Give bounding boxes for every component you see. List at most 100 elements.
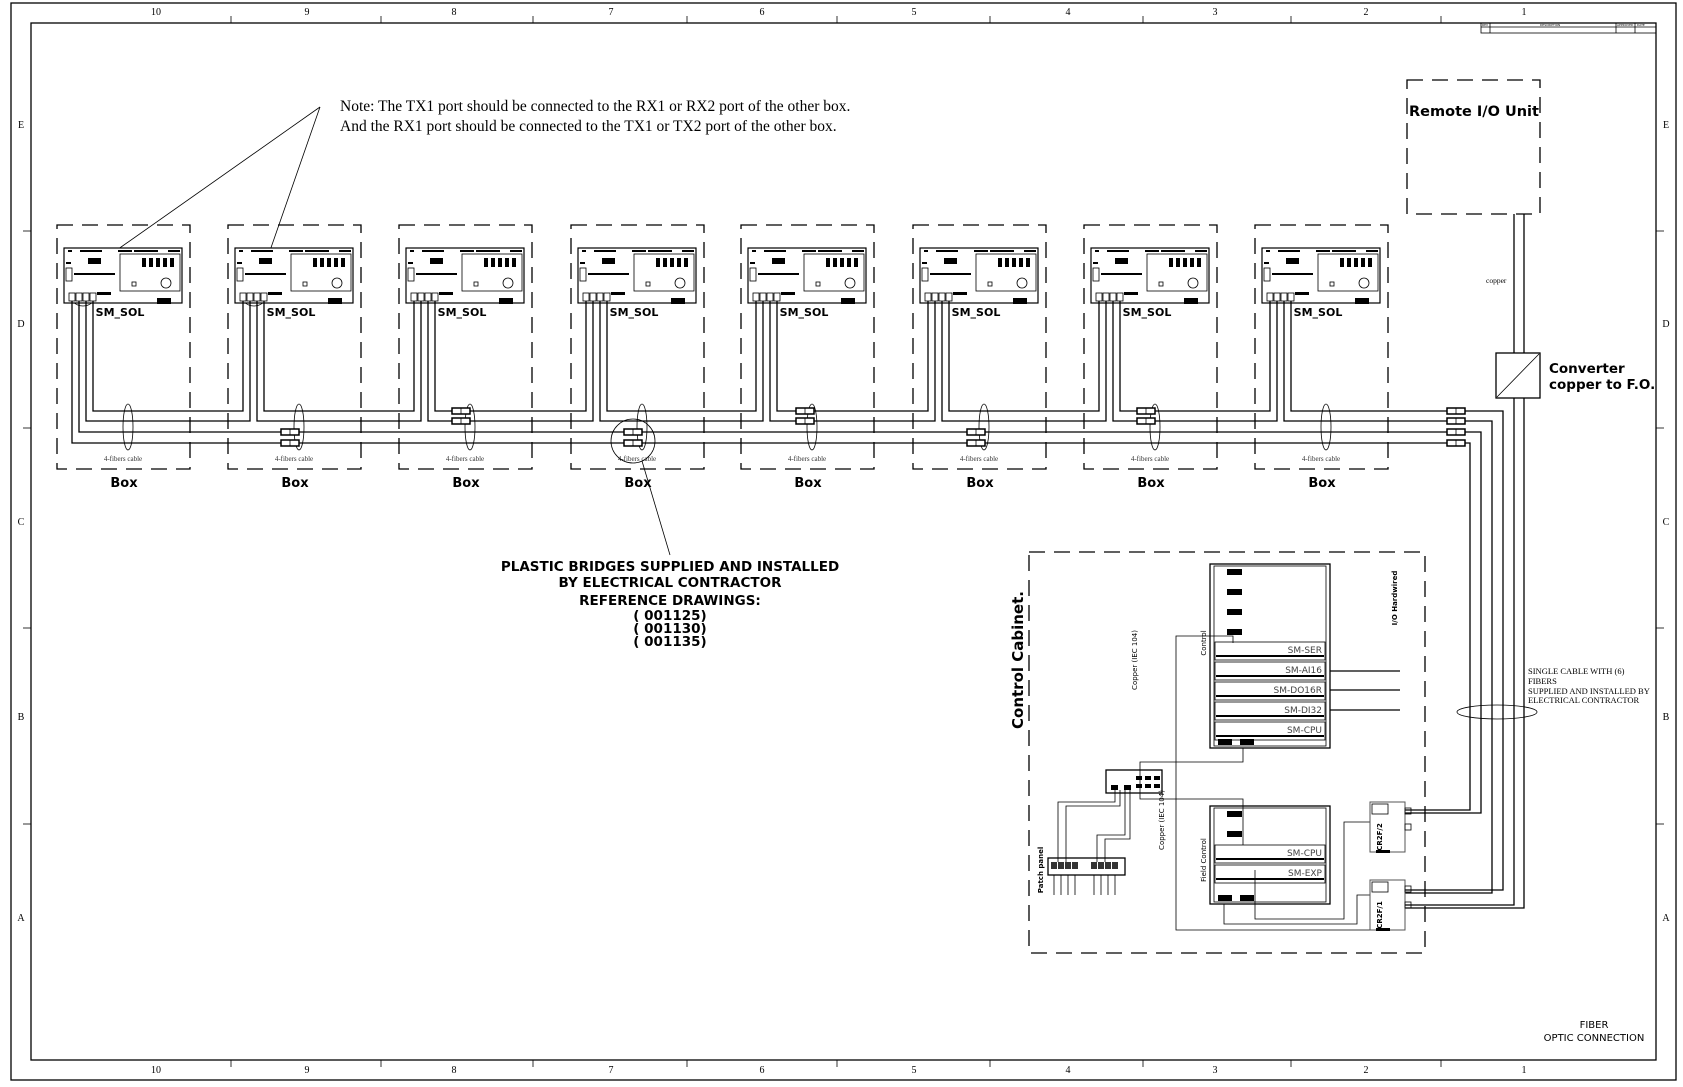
relay bbox=[1005, 258, 1009, 267]
plastic-bridges-callout bbox=[610, 418, 671, 556]
cr2f-converter: CR2F/2 bbox=[1369, 801, 1412, 853]
led bbox=[473, 281, 479, 287]
relay bbox=[1197, 258, 1201, 267]
sm-sol-module bbox=[63, 247, 183, 304]
pin-row bbox=[930, 273, 971, 275]
connector-strip bbox=[594, 250, 616, 252]
relay bbox=[156, 258, 160, 267]
connector-strip bbox=[339, 250, 351, 252]
connector-strip bbox=[1145, 250, 1159, 252]
fiber-link bbox=[769, 301, 936, 422]
header bbox=[611, 292, 625, 295]
box-label: Box bbox=[452, 476, 480, 491]
box-outline bbox=[912, 224, 1047, 470]
converter-label-2: copper to F.O. bbox=[1549, 377, 1655, 393]
cable-label: 4-fibers cable bbox=[618, 455, 656, 463]
relay bbox=[484, 258, 488, 267]
fiber-link bbox=[776, 301, 929, 412]
db9-connector bbox=[1240, 895, 1254, 901]
relay bbox=[1190, 258, 1194, 267]
connector-strip bbox=[168, 250, 180, 252]
copper-cable bbox=[1254, 821, 1370, 920]
relay bbox=[341, 258, 345, 267]
chip bbox=[88, 258, 101, 264]
fiber-link bbox=[1283, 301, 1493, 894]
fiber-link bbox=[941, 301, 1107, 422]
footer-line-1: FIBER bbox=[1580, 1020, 1609, 1031]
plastic-bridges-line: ( 001125) bbox=[633, 608, 706, 624]
connector-strip bbox=[305, 250, 329, 252]
module-board bbox=[234, 247, 354, 304]
connector-strip bbox=[818, 250, 842, 252]
cr2f-converter: CR2F/1 bbox=[1369, 879, 1412, 931]
row-label: E bbox=[18, 120, 24, 131]
sub-board bbox=[633, 253, 695, 292]
cable-bundle-marker bbox=[464, 403, 476, 451]
column-label: 6 bbox=[760, 1065, 765, 1076]
connector-strip bbox=[510, 250, 522, 252]
connector-strip bbox=[68, 250, 72, 252]
plastic-bridge bbox=[1446, 407, 1466, 415]
switch-port bbox=[1124, 785, 1131, 790]
relay bbox=[1340, 258, 1344, 267]
note-line-2: And the RX1 port should be connected to … bbox=[340, 118, 837, 135]
converter-label-1: Converter bbox=[1549, 361, 1625, 377]
fiber-port bbox=[1404, 901, 1412, 909]
relay bbox=[491, 258, 495, 267]
fiber-link bbox=[1290, 301, 1504, 891]
cr2f-module bbox=[1371, 803, 1389, 815]
battery bbox=[331, 277, 343, 289]
pin-row bbox=[1101, 273, 1142, 275]
switch-port bbox=[1111, 785, 1118, 790]
fiber-link bbox=[263, 301, 415, 412]
relay bbox=[1019, 258, 1023, 267]
fiber-link bbox=[92, 301, 244, 412]
column-label: 4 bbox=[1066, 1065, 1071, 1076]
battery bbox=[160, 277, 172, 289]
plastic-bridge bbox=[1136, 417, 1156, 425]
column-label: 10 bbox=[151, 1065, 161, 1076]
chip bbox=[1286, 258, 1299, 264]
relay bbox=[998, 258, 1002, 267]
header bbox=[268, 292, 282, 295]
patch-panel-body bbox=[1047, 857, 1126, 876]
relay bbox=[840, 258, 844, 267]
battery bbox=[1358, 277, 1370, 289]
led bbox=[815, 281, 821, 287]
fiber-link bbox=[1405, 398, 1515, 906]
chip bbox=[921, 267, 929, 282]
column-label: 7 bbox=[609, 1065, 614, 1076]
module-label: SM_SOL bbox=[780, 306, 829, 319]
copper-label: Copper (IEC 104) bbox=[1131, 630, 1139, 690]
relay bbox=[1183, 258, 1187, 267]
converter bbox=[1495, 352, 1541, 399]
cable-bundle-marker bbox=[293, 403, 305, 451]
relay bbox=[170, 258, 174, 267]
io-hardwired-label: I/O Hardwired bbox=[1391, 571, 1399, 626]
single-cable-line: SINGLE CABLE WITH (6) bbox=[1528, 666, 1625, 676]
sm-sol-module bbox=[1261, 247, 1381, 304]
cable-bundle-marker bbox=[122, 403, 134, 451]
switch-port bbox=[1154, 784, 1160, 788]
row-label: B bbox=[1663, 712, 1670, 723]
connector-strip bbox=[1332, 250, 1356, 252]
connector-strip bbox=[422, 250, 444, 252]
relay bbox=[334, 258, 338, 267]
connector-strip bbox=[1107, 250, 1129, 252]
module-slot bbox=[1214, 681, 1326, 701]
module-label: SM_SOL bbox=[610, 306, 659, 319]
module-label: SM-CPU bbox=[1287, 849, 1322, 859]
column-label: 3 bbox=[1213, 1065, 1218, 1076]
module-slot bbox=[1214, 701, 1326, 721]
connector-strip bbox=[936, 250, 958, 252]
box-outline bbox=[227, 224, 362, 470]
cr2f-body bbox=[1369, 801, 1406, 853]
switch-body bbox=[1105, 769, 1163, 794]
cabinet-title: Control Cabinet. bbox=[1009, 591, 1027, 729]
sm-sol-module bbox=[234, 247, 354, 304]
connector-strip bbox=[1161, 250, 1185, 252]
column-label: 1 bbox=[1522, 7, 1527, 18]
chip bbox=[259, 258, 272, 264]
